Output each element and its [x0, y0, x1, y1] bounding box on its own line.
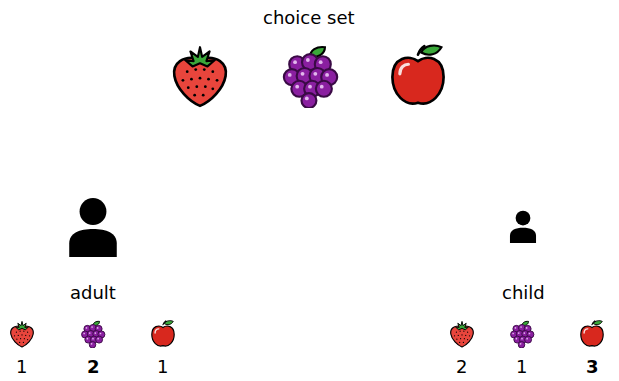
person-label: adult — [70, 284, 116, 302]
preference-number: 1 — [516, 358, 527, 376]
preference-number: 1 — [16, 358, 27, 376]
preference-number: 2 — [456, 358, 467, 376]
preference-number: 3 — [586, 358, 599, 376]
preference-number: 2 — [87, 358, 100, 376]
adult-icon — [69, 198, 117, 257]
child-icon — [510, 211, 536, 243]
preference-number: 1 — [157, 358, 168, 376]
person-label: child — [502, 284, 545, 302]
diagram-title: choice set — [263, 9, 355, 27]
